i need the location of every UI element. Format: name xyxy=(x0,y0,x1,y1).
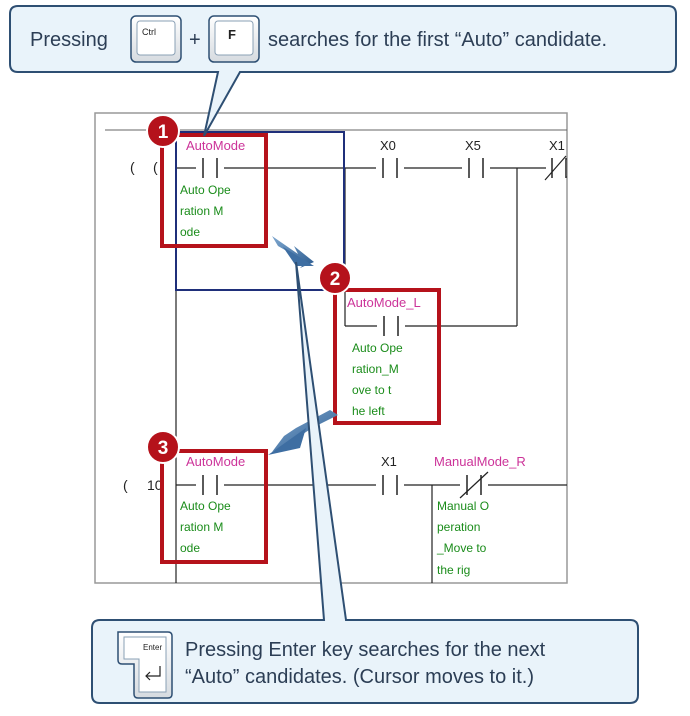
contact-x5-label: X5 xyxy=(465,138,481,153)
highlight-box-3 xyxy=(160,449,268,564)
f-key-label: F xyxy=(228,27,236,42)
row2-step: 10 xyxy=(147,477,163,493)
f-key-icon: F xyxy=(208,15,260,63)
row1-prefix: ( xyxy=(130,159,135,175)
callout-top-text-before: Pressing xyxy=(30,29,108,51)
contact-automode-l-comment-2: ration_M xyxy=(352,362,399,376)
contact-automode-l-comment-1: Auto Ope xyxy=(352,341,403,355)
callout-top-text-after: searches for the first “Auto” candidate. xyxy=(268,29,607,51)
contact-automode-l-label: AutoMode_L xyxy=(347,295,421,310)
marker-3: 3 xyxy=(146,430,180,464)
contact-x0-label: X0 xyxy=(380,138,396,153)
contact-automode-3-comment-2: ration M xyxy=(180,520,223,534)
row1-prefix2: ( xyxy=(153,159,158,175)
contact-x5[interactable]: X5 xyxy=(462,138,490,178)
callout-bottom: Enter Pressing Enter key searches for th… xyxy=(91,261,639,704)
contact-automode-1-comment-3: ode xyxy=(180,225,200,239)
contact-automode-3-comment-1: Auto Ope xyxy=(180,499,231,513)
marker-1-number: 1 xyxy=(158,122,169,143)
contact-manualmode-r-label: ManualMode_R xyxy=(434,454,526,469)
callout-top-plus: + xyxy=(189,29,201,51)
contact-manualmode-r-comment-3: _Move to xyxy=(436,541,487,555)
contact-manualmode-r-comment-2: peration xyxy=(437,520,480,534)
contact-automode-1-label: AutoMode xyxy=(186,138,245,153)
contact-automode-3-comment-3: ode xyxy=(180,541,200,555)
cursor-box xyxy=(175,131,345,291)
contact-x1-bottom-label: X1 xyxy=(381,454,397,469)
ctrl-key-label: Ctrl xyxy=(142,27,156,37)
ctrl-key-icon: Ctrl xyxy=(130,15,182,63)
contact-automode-1-comment-2: ration M xyxy=(180,204,223,218)
marker-2: 2 xyxy=(318,261,352,295)
contact-manualmode-r[interactable]: ManualMode_R Manual O peration _Move to … xyxy=(431,454,526,583)
contact-automode-l[interactable]: AutoMode_L Auto Ope ration_M ove to t he… xyxy=(347,295,421,418)
marker-3-number: 3 xyxy=(158,438,169,459)
contact-automode-3-label: AutoMode xyxy=(186,454,245,469)
arrow-icon xyxy=(272,236,314,268)
contact-automode-3[interactable]: AutoMode Auto Ope ration M ode xyxy=(180,454,245,555)
contact-x1-top[interactable]: X1 xyxy=(544,138,567,181)
callout-bottom-line-1: Pressing Enter key searches for the next xyxy=(185,639,546,661)
contact-x0[interactable]: X0 xyxy=(376,138,404,178)
contact-automode-1[interactable]: AutoMode Auto Ope ration M ode xyxy=(180,138,245,239)
enter-key-icon: Enter xyxy=(117,631,173,699)
contact-x1-top-label: X1 xyxy=(549,138,565,153)
contact-automode-1-comment-1: Auto Ope xyxy=(180,183,231,197)
contact-automode-l-comment-3: ove to t xyxy=(352,383,392,397)
marker-2-number: 2 xyxy=(330,269,341,290)
highlight-box-2 xyxy=(333,288,441,425)
contact-manualmode-r-comment-4: the rig xyxy=(437,563,470,577)
arrow-icon xyxy=(268,410,338,455)
highlight-box-1 xyxy=(160,133,268,248)
marker-1: 1 xyxy=(146,114,180,148)
enter-key-label: Enter xyxy=(143,643,162,652)
contact-automode-l-comment-4: he left xyxy=(352,404,385,418)
row2-prefix: ( xyxy=(123,477,128,493)
callout-bottom-line-2: “Auto” candidates. (Cursor moves to it.) xyxy=(185,666,534,688)
contact-x1-bottom[interactable]: X1 xyxy=(376,454,404,495)
callout-top: Pressing Ctrl + F searches for the first… xyxy=(9,5,677,137)
contact-manualmode-r-comment-1: Manual O xyxy=(437,499,489,513)
ladder-window: ( ( ( 10 AutoMode Auto Ope ration M ode … xyxy=(94,112,568,584)
